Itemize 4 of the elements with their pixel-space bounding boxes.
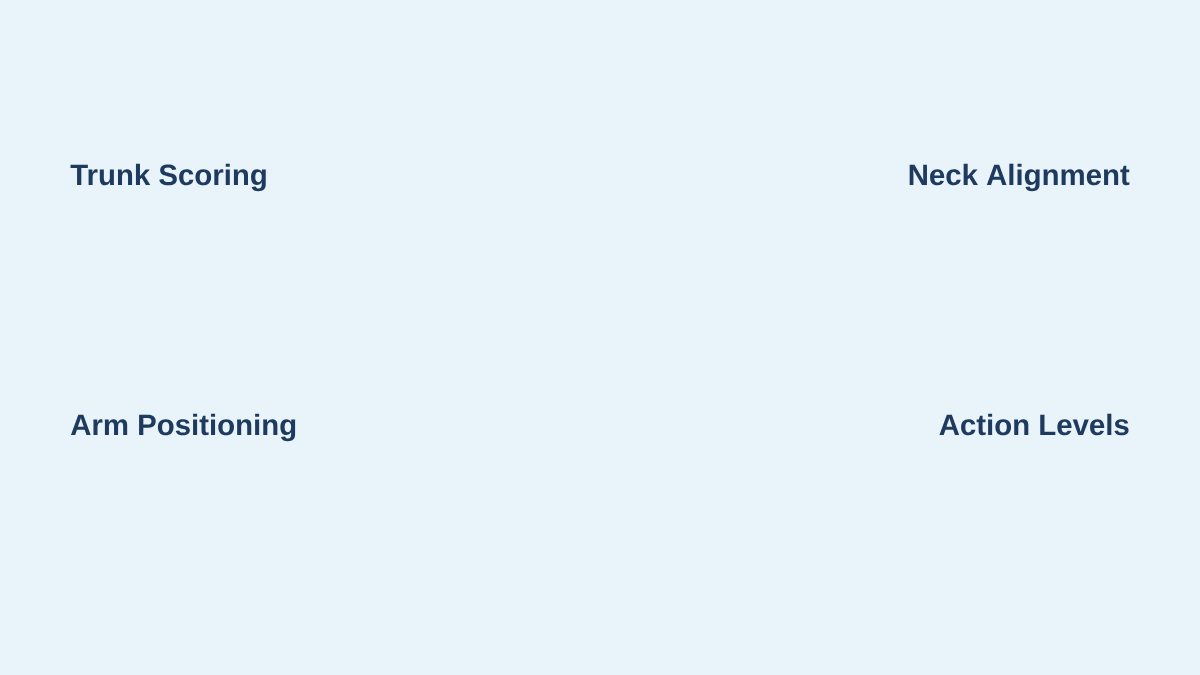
section-heading: Action Levels bbox=[939, 413, 1129, 436]
section-heading: Neck Alignment bbox=[909, 163, 1130, 192]
section-heading: Trunk Scoring bbox=[70, 163, 266, 192]
section-heading: Arm Positioning bbox=[70, 413, 296, 442]
